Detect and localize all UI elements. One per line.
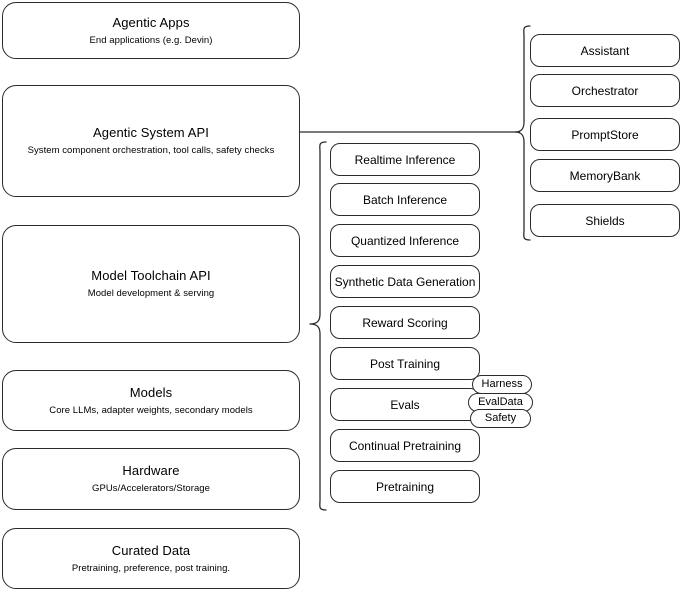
component-box-realtime-inference[interactable]: Realtime Inference bbox=[330, 143, 480, 176]
component-label: Orchestrator bbox=[571, 83, 639, 98]
layer-subtitle: GPUs/Accelerators/Storage bbox=[92, 483, 210, 494]
pill-harness[interactable]: Harness bbox=[472, 375, 532, 394]
component-box-orchestrator[interactable]: Orchestrator bbox=[530, 74, 680, 107]
component-box-reward-scoring[interactable]: Reward Scoring bbox=[330, 306, 480, 339]
layer-box-model-toolchain-api[interactable]: Model Toolchain API Model development & … bbox=[2, 225, 300, 343]
connector-agentic-system-api-to-components bbox=[300, 122, 522, 142]
component-label: Post Training bbox=[369, 356, 441, 371]
layer-title: Agentic System API bbox=[93, 125, 209, 140]
layer-title: Model Toolchain API bbox=[91, 268, 211, 283]
pill-safety[interactable]: Safety bbox=[470, 409, 531, 428]
pill-label: Safety bbox=[484, 412, 517, 424]
pill-label: Harness bbox=[481, 378, 523, 390]
component-label: PromptStore bbox=[571, 127, 639, 142]
layer-subtitle: Pretraining, preference, post training. bbox=[71, 562, 231, 574]
layer-subtitle: Core LLMs, adapter weights, secondary mo… bbox=[49, 404, 253, 416]
component-box-quantized-inference[interactable]: Quantized Inference bbox=[330, 224, 480, 257]
layer-subtitle: End applications (e.g. Devin) bbox=[89, 34, 213, 46]
component-box-batch-inference[interactable]: Batch Inference bbox=[330, 183, 480, 216]
component-label: Quantized Inference bbox=[350, 233, 460, 248]
layer-box-agentic-system-api[interactable]: Agentic System API System component orch… bbox=[2, 85, 300, 197]
layer-box-curated-data[interactable]: Curated Data Pretraining, preference, po… bbox=[2, 528, 300, 589]
layer-title: Agentic Apps bbox=[112, 14, 190, 30]
layer-title: Hardware bbox=[122, 463, 180, 478]
component-box-pretraining[interactable]: Pretraining bbox=[330, 470, 480, 503]
layer-subtitle: Model development & serving bbox=[87, 288, 215, 299]
layer-title: Models bbox=[129, 384, 173, 400]
component-box-shields[interactable]: Shields bbox=[530, 204, 680, 237]
component-label: Assistant bbox=[580, 43, 630, 58]
component-box-synthetic-data-generation[interactable]: Synthetic Data Generation bbox=[330, 265, 480, 298]
component-box-assistant[interactable]: Assistant bbox=[530, 34, 680, 67]
pill-label: EvalData bbox=[478, 396, 523, 408]
component-box-post-training[interactable]: Post Training bbox=[330, 347, 480, 380]
layer-box-models[interactable]: Models Core LLMs, adapter weights, secon… bbox=[2, 370, 300, 431]
component-label: Realtime Inference bbox=[354, 152, 456, 167]
component-label: Evals bbox=[390, 397, 420, 412]
component-box-memorybank[interactable]: MemoryBank bbox=[530, 159, 680, 192]
component-box-evals[interactable]: Evals bbox=[330, 388, 480, 421]
layer-subtitle: System component orchestration, tool cal… bbox=[27, 145, 275, 156]
brace-toolchain-components bbox=[306, 140, 330, 516]
layer-box-agentic-apps[interactable]: Agentic Apps End applications (e.g. Devi… bbox=[2, 2, 300, 59]
component-box-promptstore[interactable]: PromptStore bbox=[530, 118, 680, 151]
component-label: Reward Scoring bbox=[362, 315, 448, 330]
component-label: Shields bbox=[585, 213, 625, 228]
component-label: Synthetic Data Generation bbox=[334, 274, 476, 289]
component-label: Pretraining bbox=[375, 479, 435, 494]
component-label: Continual Pretraining bbox=[348, 438, 462, 453]
component-label: MemoryBank bbox=[569, 168, 641, 183]
component-label: Batch Inference bbox=[362, 192, 448, 207]
component-box-continual-pretraining[interactable]: Continual Pretraining bbox=[330, 429, 480, 462]
layer-title: Curated Data bbox=[111, 542, 191, 558]
layer-box-hardware[interactable]: Hardware GPUs/Accelerators/Storage bbox=[2, 448, 300, 510]
